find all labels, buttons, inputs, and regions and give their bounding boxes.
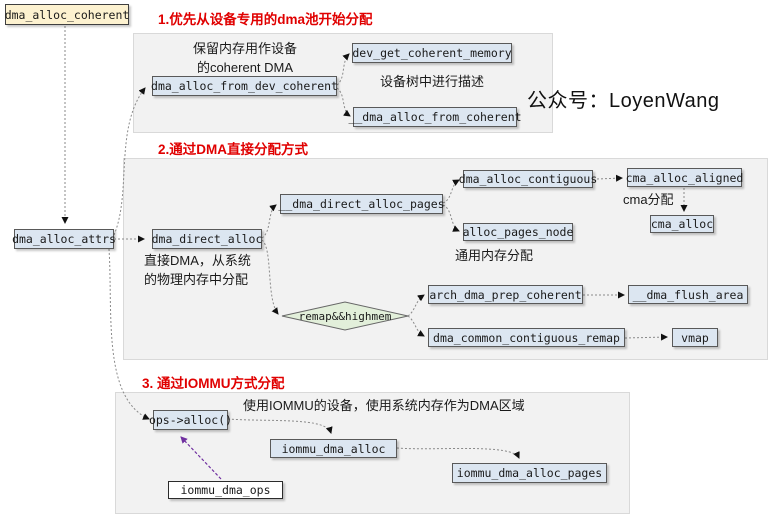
node-dma-alloc-attrs: dma_alloc_attrs (12, 229, 116, 249)
node-dma-alloc-from-coherent: __dma_alloc_from_coherent (348, 107, 522, 127)
direct-dma-note-line2: 的物理内存中分配 (144, 272, 249, 287)
reserved-memory-note: 保留内存用作设备 的coherent DMA (152, 39, 338, 77)
section-2-header: 2.通过DMA直接分配方式 (158, 142, 309, 157)
node-dma-alloc-contiguous: dma_alloc_contiguous (458, 170, 598, 188)
node-dma-alloc-from-dev-coherent: dma_alloc_from_dev_coherent (151, 76, 338, 96)
node-cma-alloc-aligned: cma_alloc_aligned (626, 168, 743, 187)
node-ops-alloc: ops->alloc() (149, 410, 232, 430)
reserved-memory-note-line2: 的coherent DMA (196, 60, 294, 75)
node-alloc-pages-node: alloc_pages_node (462, 223, 574, 241)
node-iommu-dma-alloc-pages: iommu_dma_alloc_pages (452, 463, 607, 483)
generic-alloc-note: 通用内存分配 (455, 248, 534, 263)
node-cma-alloc: cma_alloc (650, 215, 714, 233)
node-arch-dma-prep-coherent: arch_dma_prep_coherent (428, 285, 583, 304)
section-1-header: 1.优先从设备专用的dma池开始分配 (158, 12, 373, 27)
reserved-memory-note-line1: 保留内存用作设备 (192, 41, 297, 56)
watermark-text: 公众号：LoyenWang (527, 90, 720, 112)
node-remap-highmem-decision: remap&&highmem (298, 309, 392, 323)
node-dma-direct-alloc: dma_direct_alloc (152, 229, 262, 249)
node-iommu-dma-alloc: iommu_dma_alloc (270, 439, 397, 458)
node-dma-direct-alloc-pages: __dma_direct_alloc_pages (278, 194, 445, 214)
node-dma-flush-area: __dma_flush_area (628, 285, 748, 304)
node-iommu-dma-ops: iommu_dma_ops (168, 481, 283, 499)
node-dma-common-contiguous-remap: dma_common_contiguous_remap (428, 328, 625, 347)
node-dma-alloc-coherent: dma_alloc_coherent (5, 4, 129, 25)
cma-alloc-note: cma分配 (623, 192, 674, 207)
direct-dma-note: 直接DMA，从系统 的物理内存中分配 (144, 251, 251, 289)
direct-dma-note-line1: 直接DMA，从系统 (144, 253, 251, 268)
node-dev-get-coherent-memory: dev_get_coherent_memory (352, 43, 512, 63)
section-3-header: 3. 通过IOMMU方式分配 (142, 376, 285, 391)
iommu-usage-note: 使用IOMMU的设备，使用系统内存作为DMA区域 (243, 398, 525, 413)
node-vmap: vmap (672, 328, 718, 347)
devicetree-note: 设备树中进行描述 (380, 74, 485, 89)
